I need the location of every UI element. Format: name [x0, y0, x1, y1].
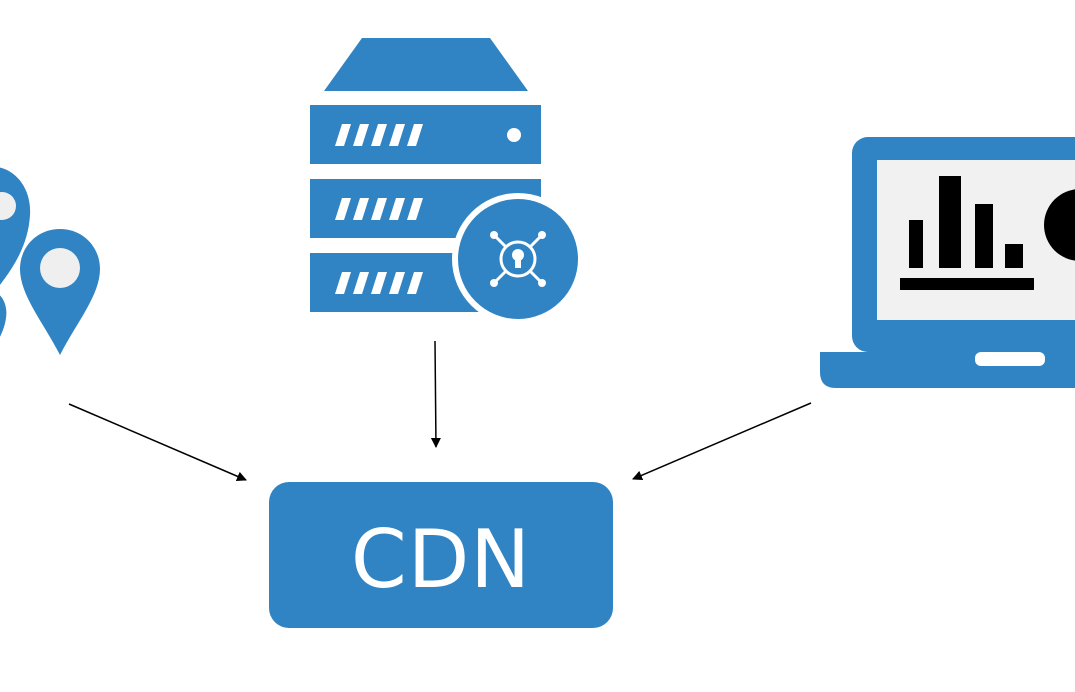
cdn-label: CDN	[350, 512, 532, 606]
arrow-laptop-to-cdn	[632, 402, 812, 481]
pie-chart-icon	[1044, 189, 1075, 261]
arrow-server-to-cdn	[430, 340, 441, 448]
map-pins-icon	[0, 167, 100, 355]
laptop-analytics-icon	[820, 137, 1075, 388]
arrow-pins-to-cdn	[68, 403, 247, 482]
secure-server-icon	[310, 38, 584, 325]
bar-chart-icon	[900, 176, 1034, 290]
cdn-node: CDN	[269, 482, 613, 628]
